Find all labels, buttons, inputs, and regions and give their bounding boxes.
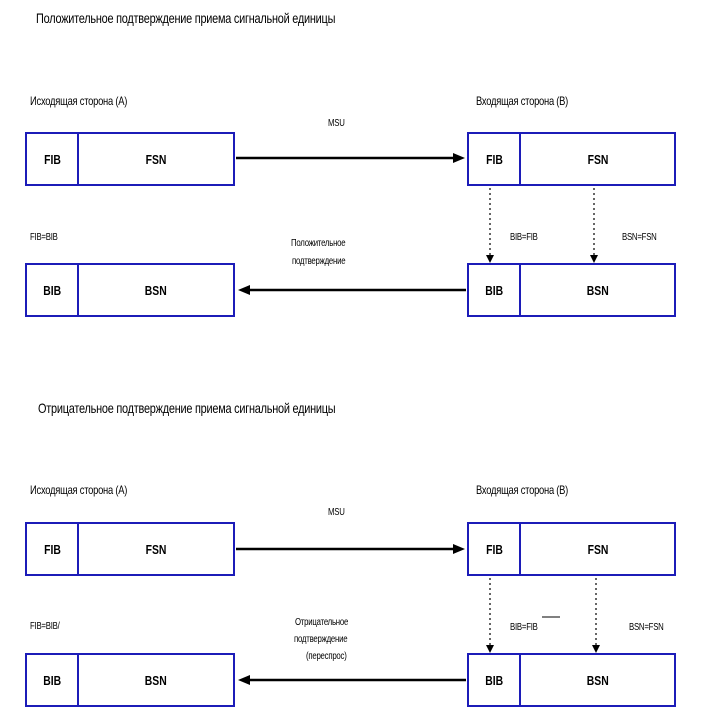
fib-field: FIB <box>27 524 79 574</box>
fsn-field: FSN <box>587 151 608 167</box>
ack-arrowhead <box>238 285 250 295</box>
positive-frame-bot-a: BIB BSN <box>25 263 235 317</box>
positive-ack-line1: Положительное <box>291 238 346 249</box>
bsn-field: BSN <box>586 282 609 298</box>
bib-field: BIB <box>469 265 521 315</box>
fib-field: FIB <box>469 134 521 184</box>
negative-frame-bot-b: BIB BSN <box>467 653 676 707</box>
fib-field: FIB <box>469 524 521 574</box>
negative-nack-line3: (переспрос) <box>306 651 347 662</box>
positive-frame-bot-b: BIB BSN <box>467 263 676 317</box>
negative-frame-top-a: FIB FSN <box>25 522 235 576</box>
negative-nack-line1: Отрицательное <box>295 617 349 628</box>
negative-cond-bib-fib: BIB=FIB <box>510 622 538 633</box>
bib-fib-arrowhead <box>486 255 494 263</box>
bsn-field: BSN <box>586 672 609 688</box>
nack-arrowhead <box>238 675 250 685</box>
fsn-field: FSN <box>145 541 167 557</box>
positive-side-b-label: Входящая сторона (В) <box>476 94 569 108</box>
bsn-fsn-arrowhead <box>592 645 600 653</box>
bib-field: BIB <box>27 655 79 705</box>
negative-frame-bot-a: BIB BSN <box>25 653 235 707</box>
positive-side-a-label: Исходящая сторона (А) <box>30 94 128 108</box>
fsn-field: FSN <box>587 541 608 557</box>
bib-fib-arrowhead <box>486 645 494 653</box>
positive-ack-line2: подтверждение <box>292 256 346 267</box>
negative-side-b-label: Входящая сторона (В) <box>476 483 569 497</box>
positive-frame-top-a: FIB FSN <box>25 132 235 186</box>
negative-cond-a: FIB=BIB/ <box>30 621 60 632</box>
positive-cond-a: FIB=BIB <box>30 232 58 243</box>
negative-title: Отрицательное подтверждение приема сигна… <box>38 400 336 416</box>
bsn-field: BSN <box>145 282 167 298</box>
negative-side-a-label: Исходящая сторона (А) <box>30 483 128 497</box>
negative-msu-label: MSU <box>328 507 345 518</box>
fsn-field: FSN <box>145 151 167 167</box>
bib-field: BIB <box>469 655 521 705</box>
positive-msu-label: MSU <box>328 118 345 129</box>
negative-frame-top-b: FIB FSN <box>467 522 676 576</box>
positive-title: Положительное подтверждение приема сигна… <box>36 10 336 26</box>
bsn-fsn-arrowhead <box>590 255 598 263</box>
msu-arrowhead <box>453 153 465 163</box>
positive-frame-top-b: FIB FSN <box>467 132 676 186</box>
bsn-field: BSN <box>145 672 167 688</box>
negative-nack-line2: подтверждение <box>294 634 348 645</box>
positive-cond-bsn-fsn: BSN=FSN <box>622 232 657 243</box>
bib-field: BIB <box>27 265 79 315</box>
msu-arrowhead <box>453 544 465 554</box>
negative-cond-bsn-fsn: BSN=FSN <box>629 622 664 633</box>
fib-field: FIB <box>27 134 79 184</box>
positive-cond-bib-fib: BIB=FIB <box>510 232 538 243</box>
